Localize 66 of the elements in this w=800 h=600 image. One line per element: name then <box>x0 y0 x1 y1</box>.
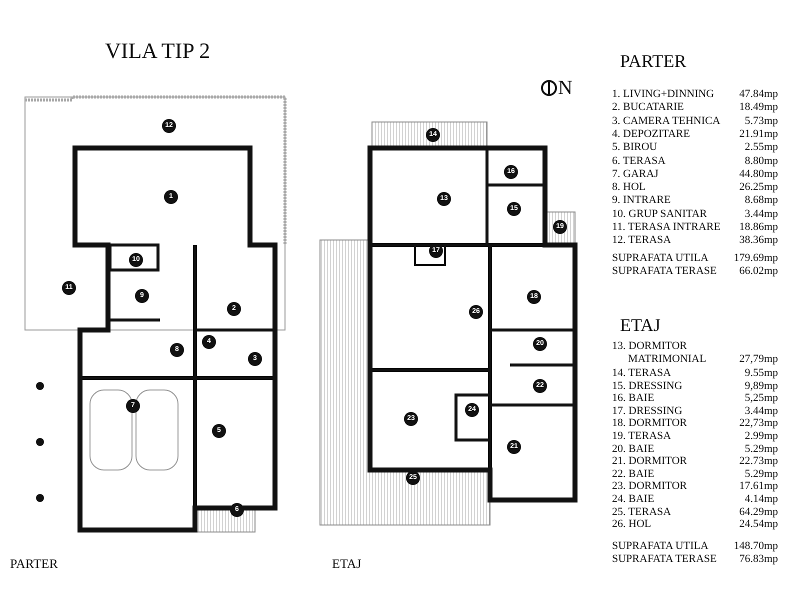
room-name: 13. DORMITOR MATRIMONIAL <box>612 340 708 366</box>
room-name: 3. CAMERA TEHNICA <box>612 114 720 128</box>
area-value: 5,25mp <box>744 392 778 406</box>
area-value: 8.80mp <box>744 154 778 168</box>
room-name: 19. TERASA <box>612 430 672 443</box>
area-value: 5.29mp <box>744 442 778 456</box>
north-label: N <box>558 76 572 100</box>
room-name: 5. BIROU <box>612 141 658 154</box>
room-name: 2. BUCATARIE <box>612 101 684 114</box>
room-name: 7. GARAJ <box>612 168 658 181</box>
room-name: 26. HOL <box>612 518 652 532</box>
area-value: 17.61mp <box>739 480 778 494</box>
area-value: 66.02mp <box>739 265 778 278</box>
room-name: 23. DORMITOR <box>612 480 687 494</box>
area-value: 27,79mp <box>739 353 778 366</box>
area-value: 26.25mp <box>739 181 778 194</box>
area-value: 44.80mp <box>739 168 778 181</box>
room-name: 4. DEPOZITARE <box>612 128 690 141</box>
table-heading: PARTER <box>620 50 686 72</box>
room-name: 8. HOL <box>612 181 646 194</box>
area-value: 148.70mp <box>734 540 778 553</box>
area-value: 47.84mp <box>739 88 778 101</box>
area-value: 4.14mp <box>744 493 778 506</box>
total-label: SUPRAFATA UTILA <box>612 252 708 265</box>
area-value: 9.55mp <box>744 367 778 380</box>
table-heading: ETAJ <box>620 314 661 336</box>
room-name: 10. GRUP SANITAR <box>612 208 707 221</box>
total-label: SUPRAFATA TERASE <box>612 553 717 566</box>
area-value: 179.69mp <box>734 252 778 265</box>
area-value: 24.54mp <box>739 518 778 532</box>
area-value: 3.44mp <box>744 404 778 418</box>
area-value: 8.68mp <box>744 194 778 208</box>
area-value: 9,89mp <box>744 380 778 393</box>
area-value: 2.99mp <box>744 430 778 443</box>
room-name: 24. BAIE <box>612 493 654 506</box>
plan-title: VILA TIP 2 <box>105 38 210 64</box>
total-label: SUPRAFATA TERASE <box>612 265 717 278</box>
area-value: 38.36mp <box>739 234 778 248</box>
room-name: 1. LIVING+DINNING <box>612 88 714 101</box>
room-name: 17. DRESSING <box>612 404 682 418</box>
floor-caption: PARTER <box>10 556 58 572</box>
room-name: 12. TERASA <box>612 234 672 248</box>
room-name: 14. TERASA <box>612 367 672 380</box>
area-value: 18.49mp <box>739 101 778 114</box>
room-name: 16. BAIE <box>612 392 654 406</box>
area-value: 64.29mp <box>739 506 778 519</box>
room-name: 20. BAIE <box>612 442 654 456</box>
area-value: 22,73mp <box>739 417 778 430</box>
area-value: 5.73mp <box>744 114 778 128</box>
room-name: 18. DORMITOR <box>612 417 687 430</box>
total-label: SUPRAFATA UTILA <box>612 540 708 553</box>
room-name: 22. BAIE <box>612 468 654 481</box>
room-name: 21. DORMITOR <box>612 455 687 468</box>
area-value: 22.73mp <box>739 455 778 468</box>
floor-caption: ETAJ <box>332 556 362 572</box>
room-name: 9. INTRARE <box>612 194 671 208</box>
area-value: 2.55mp <box>744 141 778 154</box>
room-name: 25. TERASA <box>612 506 672 519</box>
room-name: 11. TERASA INTRARE <box>612 221 720 234</box>
area-value: 76.83mp <box>739 553 778 566</box>
area-value: 3.44mp <box>744 208 778 221</box>
room-name: 15. DRESSING <box>612 380 682 393</box>
area-value: 5.29mp <box>744 468 778 481</box>
room-name: 6. TERASA <box>612 154 666 168</box>
area-value: 18.86mp <box>739 221 778 234</box>
area-value: 21.91mp <box>739 128 778 141</box>
